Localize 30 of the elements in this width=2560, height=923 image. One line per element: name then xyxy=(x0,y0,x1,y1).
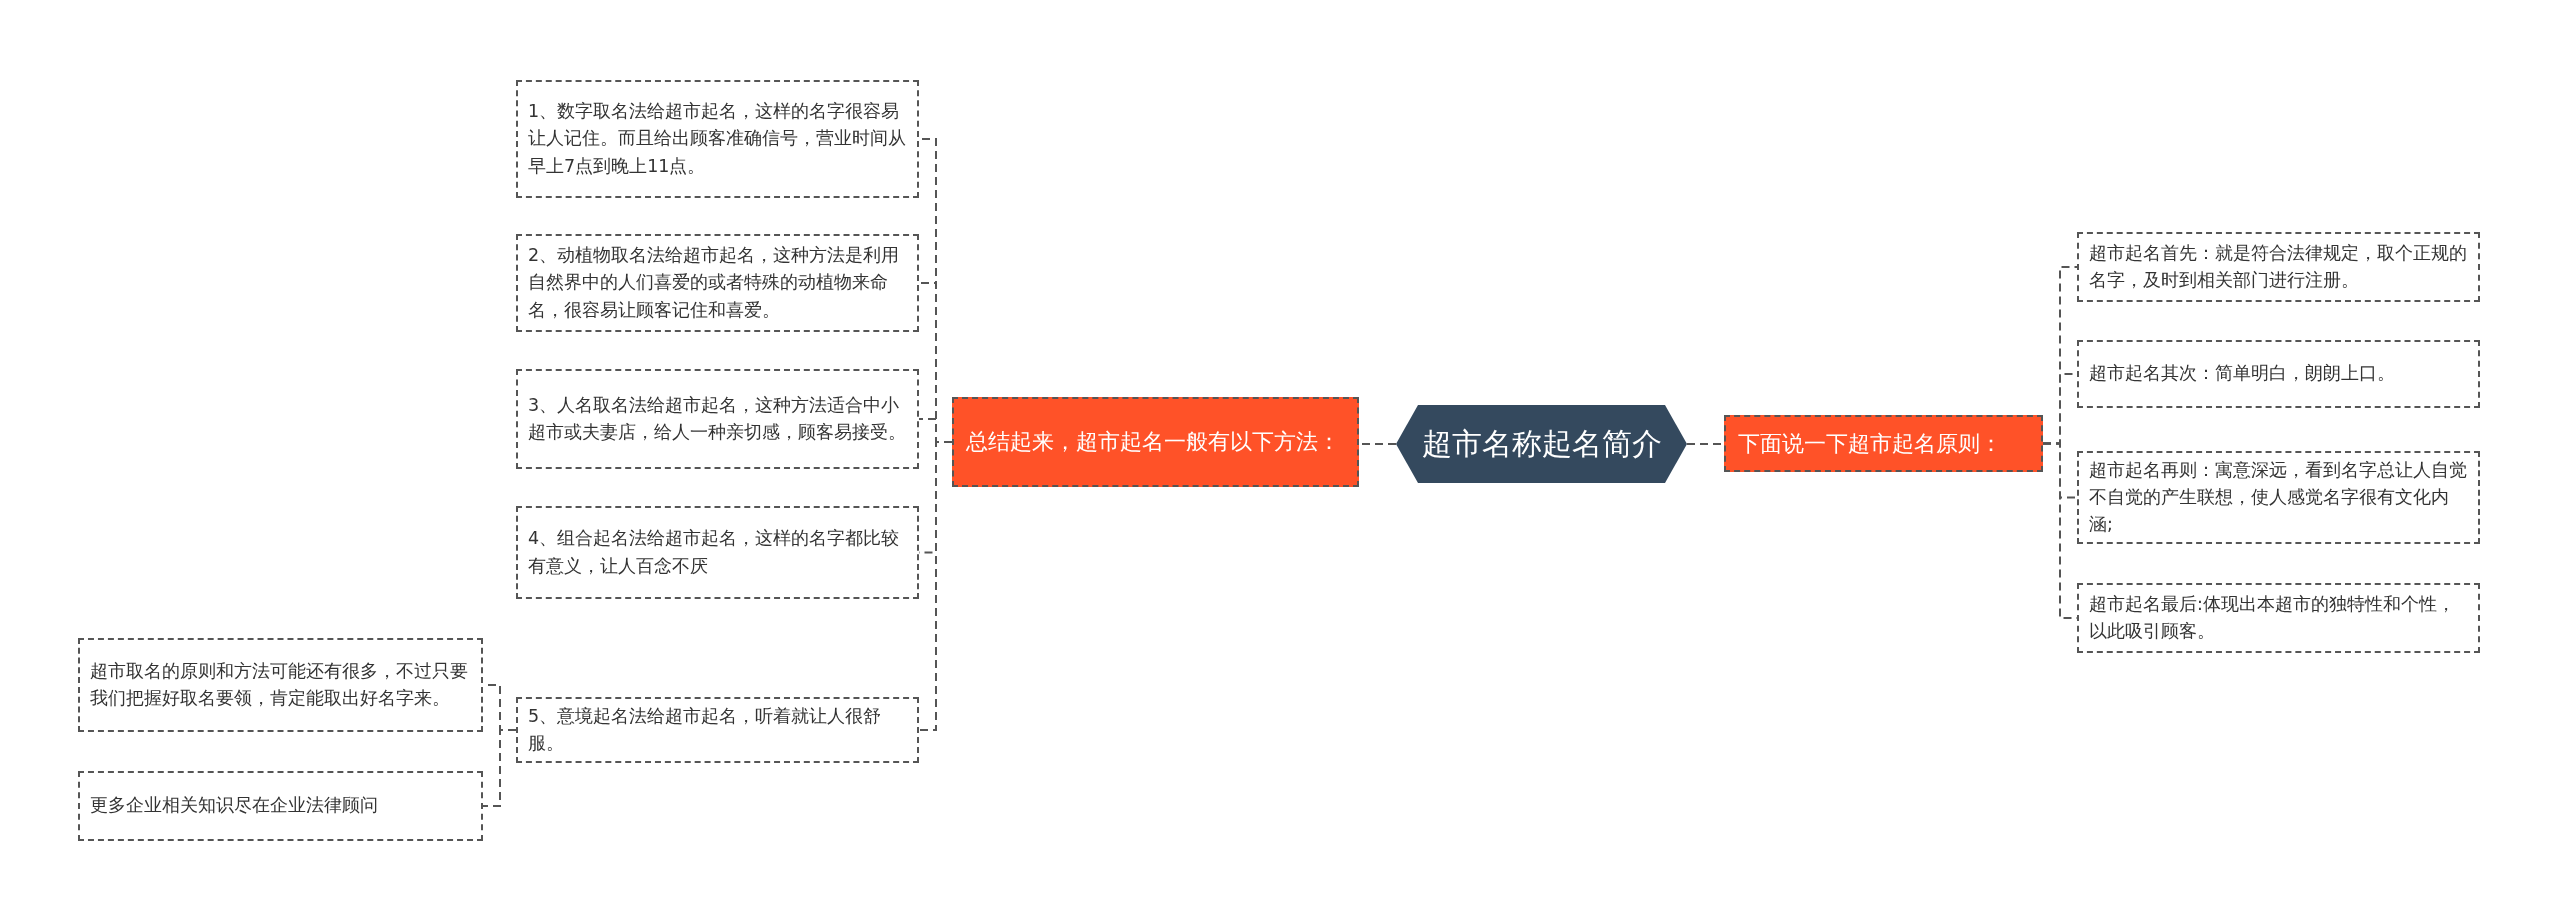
topic-text: 超市起名最后:体现出本超市的独特性和个性，以此吸引顾客。 xyxy=(2089,592,2456,643)
connector-line xyxy=(482,729,517,807)
topic-text: 更多企业相关知识尽在企业法律顾问 xyxy=(90,794,378,818)
topic-text: 1、数字取名法给超市起名，这样的名字很容易让人记住。而且给出顾客准确信号，营业时间从早上7点到晚上11点。 xyxy=(528,100,907,178)
topic-text: 4、组合起名法给超市起名，这样的名字都比较有意义，让人百念不厌 xyxy=(528,527,901,578)
connector-line xyxy=(918,441,953,731)
subtopic-box xyxy=(516,506,919,599)
subtopic-box xyxy=(516,80,919,198)
branch-topic-box xyxy=(1724,415,2043,472)
subtopic-box xyxy=(2077,451,2480,544)
subtopic-box xyxy=(2077,232,2480,302)
subtopic-box xyxy=(2077,340,2480,408)
topic-text: 超市取名的原则和方法可能还有很多，不过只要我们把握好取名要领，肯定能取出好名字来。 xyxy=(90,659,469,710)
subtopic-box xyxy=(516,369,919,469)
subtopic-box xyxy=(2077,583,2480,653)
topic-text: 超市起名其次：简单明白，朗朗上口。 xyxy=(2089,362,2395,386)
subtopic-box xyxy=(516,234,919,332)
branch-topic-box xyxy=(952,397,1359,487)
subtopic-box xyxy=(78,638,483,732)
topic-text: 2、动植物取名法给超市起名，这种方法是利用自然界中的人们喜爱的或者特殊的动植物来命名，很容易让顾客记住和喜爱。 xyxy=(528,244,901,322)
subtopic-box xyxy=(78,771,483,841)
topic-text: 下面说一下超市起名原则： xyxy=(1738,429,2002,458)
central-topic-hexagon xyxy=(1396,405,1687,483)
topic-text: 超市名称起名简介 xyxy=(1421,424,1662,463)
topic-text: 超市起名首先：就是符合法律规定，取个正规的名字，及时到相关部门进行注册。 xyxy=(2089,241,2468,292)
topic-text: 总结起来，超市起名一般有以下方法： xyxy=(966,428,1340,457)
topic-text: 3、人名取名法给超市起名，这种方法适合中小超市或夫妻店，给人一种亲切感，顾客易接受。 xyxy=(528,393,907,444)
topic-text: 5、意境起名法给超市起名，听着就让人很舒服。 xyxy=(528,704,883,755)
subtopic-box xyxy=(516,697,919,763)
topic-text: 超市起名再则：寓意深远，看到名字总让人自觉不自觉的产生联想，使人感觉名字很有文化内涵; xyxy=(2089,458,2468,537)
